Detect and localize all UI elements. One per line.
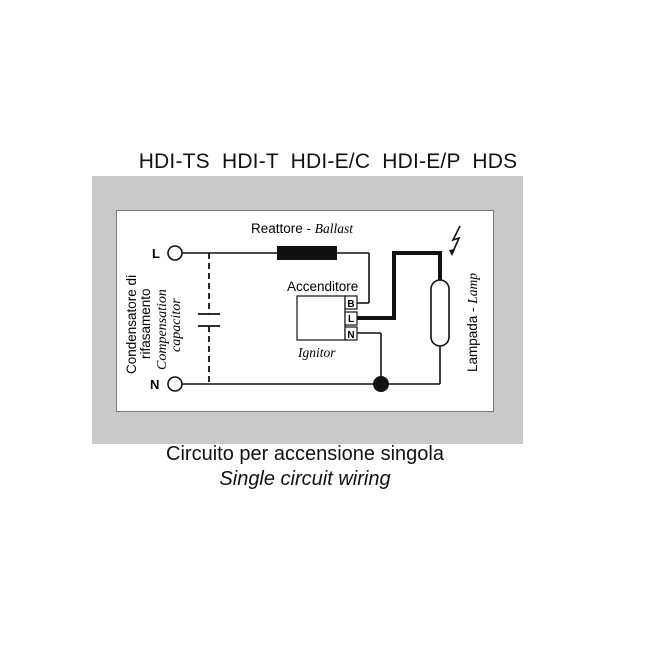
ballast-label: Reattore - Ballast xyxy=(251,221,354,236)
neutral-terminal xyxy=(167,376,183,392)
lamp-label: Lampada - Lamp xyxy=(465,273,480,372)
terminal-l-label: L xyxy=(348,314,354,325)
lamp xyxy=(430,279,450,347)
ignitor xyxy=(296,295,346,341)
lamp-supply-wire xyxy=(357,251,442,320)
ignitor-label-it: Accenditore xyxy=(287,279,358,294)
capacitor-label-it-2: rifasamento xyxy=(138,288,153,359)
caption-english: Single circuit wiring xyxy=(219,468,391,490)
ignitor-label-en: Ignitor xyxy=(297,345,336,360)
ballast xyxy=(277,246,337,260)
line-terminal-label: L xyxy=(152,246,160,261)
terminal-b-box xyxy=(344,295,358,310)
capacitor-label-en-2: capacitor xyxy=(169,298,184,352)
capacitor-label-en-1: Compensation xyxy=(155,289,170,370)
caption-italian: Circuito per accensione singola xyxy=(166,443,444,465)
terminal-n-label: N xyxy=(347,330,354,341)
lightning-icon xyxy=(451,225,461,255)
junction-node xyxy=(373,376,389,392)
neutral-terminal-label: N xyxy=(150,377,159,392)
capacitor-label-it-1: Condensatore di xyxy=(124,275,139,374)
terminal-b-label: B xyxy=(347,299,354,310)
line-terminal xyxy=(167,245,183,261)
models-header: HDI-TS HDI-T HDI-E/C HDI-E/P HDS xyxy=(138,150,518,173)
